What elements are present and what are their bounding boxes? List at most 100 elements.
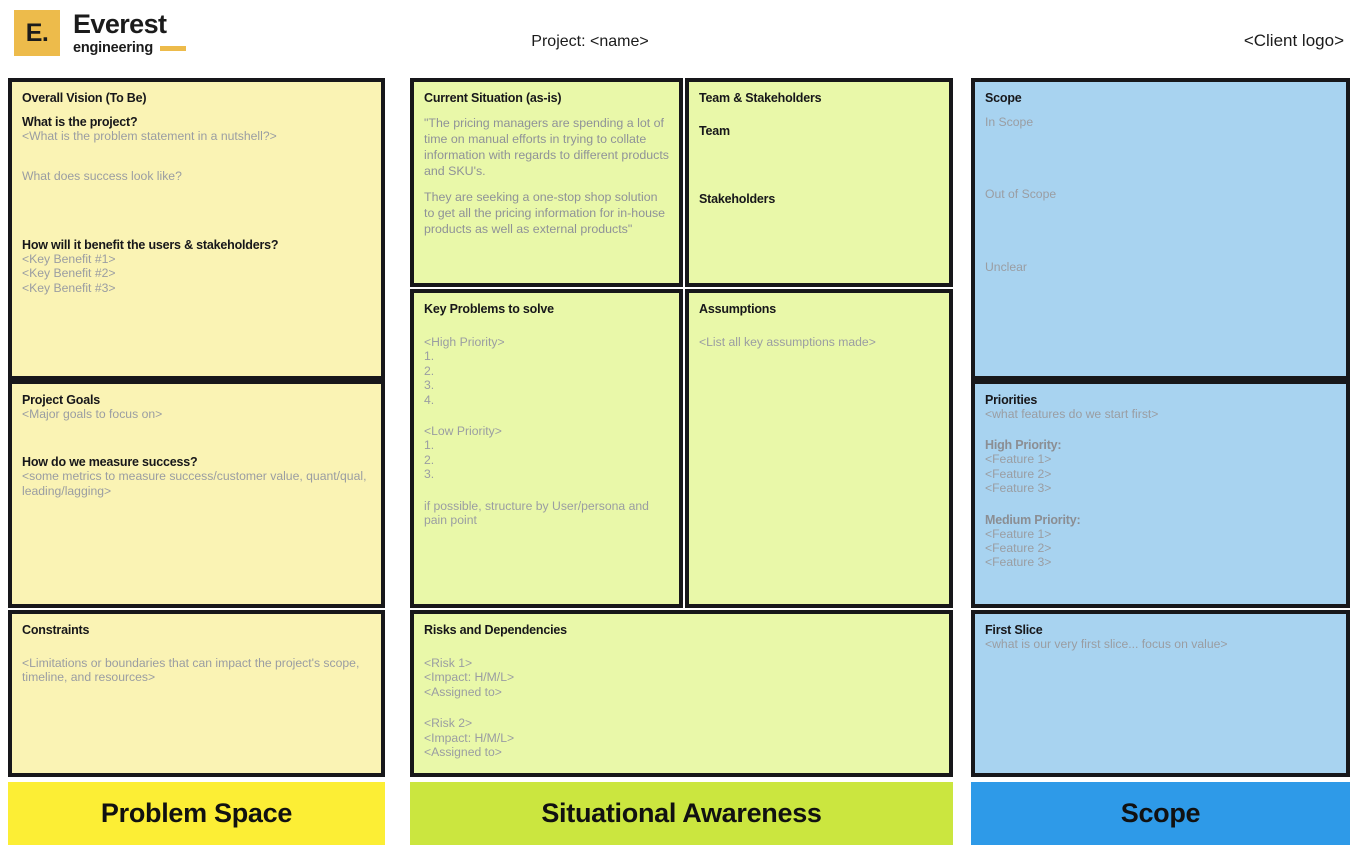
spacer — [22, 647, 371, 656]
spacer — [985, 129, 1336, 187]
column-problem-space: Overall Vision (To Be) What is the proje… — [8, 72, 385, 845]
low-priority-item-3[interactable]: 3. — [424, 467, 435, 482]
card-project-goals[interactable]: Project Goals <Major goals to focus on> … — [8, 380, 385, 608]
card-title: Assumptions — [699, 302, 776, 316]
low-priority-item-2[interactable]: 2. — [424, 452, 435, 467]
card-scope[interactable]: Scope In Scope Out of Scope Unclear — [971, 78, 1350, 380]
banner-problem-space: Problem Space — [8, 782, 385, 845]
risk-2-name[interactable]: <Risk 2> — [424, 716, 473, 731]
spacer — [22, 143, 371, 169]
everest-logo-subrow: engineering — [73, 41, 186, 56]
constraints-placeholder[interactable]: <Limitations or boundaries that can impa… — [22, 656, 360, 685]
high-priority-feature-1[interactable]: <Feature 1> — [985, 452, 1052, 467]
card-risks-dependencies[interactable]: Risks and Dependencies <Risk 1> <Impact:… — [410, 610, 953, 777]
vision-question-benefits: How will it benefit the users & stakehol… — [22, 237, 279, 252]
risk-1-name[interactable]: <Risk 1> — [424, 656, 473, 670]
risk-2-assignee[interactable]: <Assigned to> — [424, 744, 502, 759]
risk-2-impact[interactable]: <Impact: H/M/L> — [424, 730, 515, 745]
everest-logo-subtitle: engineering — [73, 40, 153, 57]
high-priority-item-3[interactable]: 3. — [424, 378, 435, 393]
vision-question-success-looks-like: What does success look like? — [22, 169, 182, 184]
medium-priority-feature-2[interactable]: <Feature 2> — [985, 540, 1052, 555]
card-title: Overall Vision (To Be) — [22, 91, 147, 105]
goals-question-measure-success: How do we measure success? — [22, 455, 198, 470]
banner-situational-awareness: Situational Awareness — [410, 782, 953, 845]
spacer — [424, 699, 939, 716]
spacer — [699, 115, 939, 124]
vision-benefit-1[interactable]: <Key Benefit #1> — [22, 251, 116, 266]
medium-priority-feature-3[interactable]: <Feature 3> — [985, 555, 1052, 570]
risk-1-assignee[interactable]: <Assigned to> — [424, 684, 502, 699]
card-priorities[interactable]: Priorities <what features do we start fi… — [971, 380, 1350, 608]
project-title: Project: <name> — [531, 33, 649, 50]
spacer — [985, 202, 1336, 260]
spacer — [424, 407, 669, 424]
medium-priority-feature-1[interactable]: <Feature 1> — [985, 526, 1052, 541]
high-priority-feature-2[interactable]: <Feature 2> — [985, 466, 1052, 481]
current-situation-paragraph-1[interactable]: "The pricing managers are spending a lot… — [424, 116, 669, 179]
card-title: Risks and Dependencies — [424, 623, 567, 637]
card-constraints[interactable]: Constraints <Limitations or boundaries t… — [8, 610, 385, 777]
high-priority-item-2[interactable]: 2. — [424, 363, 435, 378]
spacer — [424, 180, 669, 189]
gold-dash-icon — [159, 46, 186, 52]
card-title: Team & Stakeholders — [699, 91, 822, 105]
high-priority-heading: High Priority: — [985, 438, 1062, 453]
card-first-slice[interactable]: First Slice <what is our very first slic… — [971, 610, 1350, 777]
high-priority-feature-3[interactable]: <Feature 3> — [985, 481, 1052, 496]
column-scope: Scope In Scope Out of Scope Unclear Prio… — [971, 72, 1350, 845]
everest-logo-mark: E. — [14, 10, 60, 56]
client-logo-placeholder: <Client logo> — [1243, 31, 1344, 50]
goals-placeholder[interactable]: <Major goals to focus on> — [22, 407, 163, 421]
team-subheading: Team — [699, 124, 730, 138]
card-title: First Slice — [985, 623, 1043, 637]
in-scope-label: In Scope — [985, 115, 1034, 129]
card-team-stakeholders[interactable]: Team & Stakeholders Team Stakeholders — [685, 78, 953, 287]
medium-priority-heading: Medium Priority: — [985, 512, 1081, 527]
banner-scope: Scope — [971, 782, 1350, 845]
spacer — [424, 326, 669, 335]
spacer — [424, 482, 669, 499]
card-title: Constraints — [22, 623, 90, 637]
spacer — [22, 421, 371, 455]
card-title: Priorities — [985, 393, 1038, 407]
key-problems-note: if possible, structure by User/persona a… — [424, 498, 649, 527]
low-priority-item-1[interactable]: 1. — [424, 438, 435, 453]
vision-benefit-2[interactable]: <Key Benefit #2> — [22, 266, 116, 281]
risk-1-impact[interactable]: <Impact: H/M/L> — [424, 670, 515, 685]
canvas-board: Overall Vision (To Be) What is the proje… — [0, 72, 1358, 845]
spacer — [985, 421, 1336, 438]
vision-question-what-is-project: What is the project? — [22, 115, 138, 129]
high-priority-item-1[interactable]: 1. — [424, 349, 435, 364]
card-title: Key Problems to solve — [424, 302, 554, 316]
high-priority-label: <High Priority> — [424, 335, 505, 349]
low-priority-label: <Low Priority> — [424, 423, 502, 438]
spacer — [424, 647, 939, 656]
card-title: Current Situation (as-is) — [424, 91, 562, 105]
out-of-scope-label: Out of Scope — [985, 187, 1057, 202]
card-current-situation[interactable]: Current Situation (as-is) "The pricing m… — [410, 78, 683, 287]
card-assumptions[interactable]: Assumptions <List all key assumptions ma… — [685, 289, 953, 608]
stakeholders-subheading: Stakeholders — [699, 192, 776, 206]
card-overall-vision[interactable]: Overall Vision (To Be) What is the proje… — [8, 78, 385, 380]
goals-metrics-placeholder[interactable]: <some metrics to measure success/custome… — [22, 469, 367, 498]
vision-benefit-3[interactable]: <Key Benefit #3> — [22, 280, 116, 295]
column-situational-awareness: Current Situation (as-is) "The pricing m… — [410, 72, 953, 845]
everest-logo: E. Everest engineering — [14, 10, 186, 56]
page-header: E. Everest engineering Project: <name> <… — [0, 0, 1358, 72]
everest-logo-title: Everest — [73, 9, 167, 40]
card-key-problems[interactable]: Key Problems to solve <High Priority> 1.… — [410, 289, 683, 608]
spacer — [22, 184, 371, 238]
spacer — [985, 496, 1336, 513]
current-situation-paragraph-2[interactable]: They are seeking a one-stop shop solutio… — [424, 189, 666, 236]
everest-logo-text: Everest engineering — [73, 10, 186, 56]
card-title: Scope — [985, 91, 1022, 105]
first-slice-placeholder[interactable]: <what is our very first slice... focus o… — [985, 637, 1228, 651]
vision-problem-statement-placeholder[interactable]: <What is the problem statement in a nuts… — [22, 129, 277, 143]
card-title: Project Goals — [22, 393, 100, 407]
priorities-placeholder[interactable]: <what features do we start first> — [985, 407, 1159, 421]
high-priority-item-4[interactable]: 4. — [424, 392, 435, 407]
assumptions-placeholder[interactable]: <List all key assumptions made> — [699, 335, 876, 349]
spacer — [699, 138, 939, 192]
spacer — [699, 326, 939, 335]
